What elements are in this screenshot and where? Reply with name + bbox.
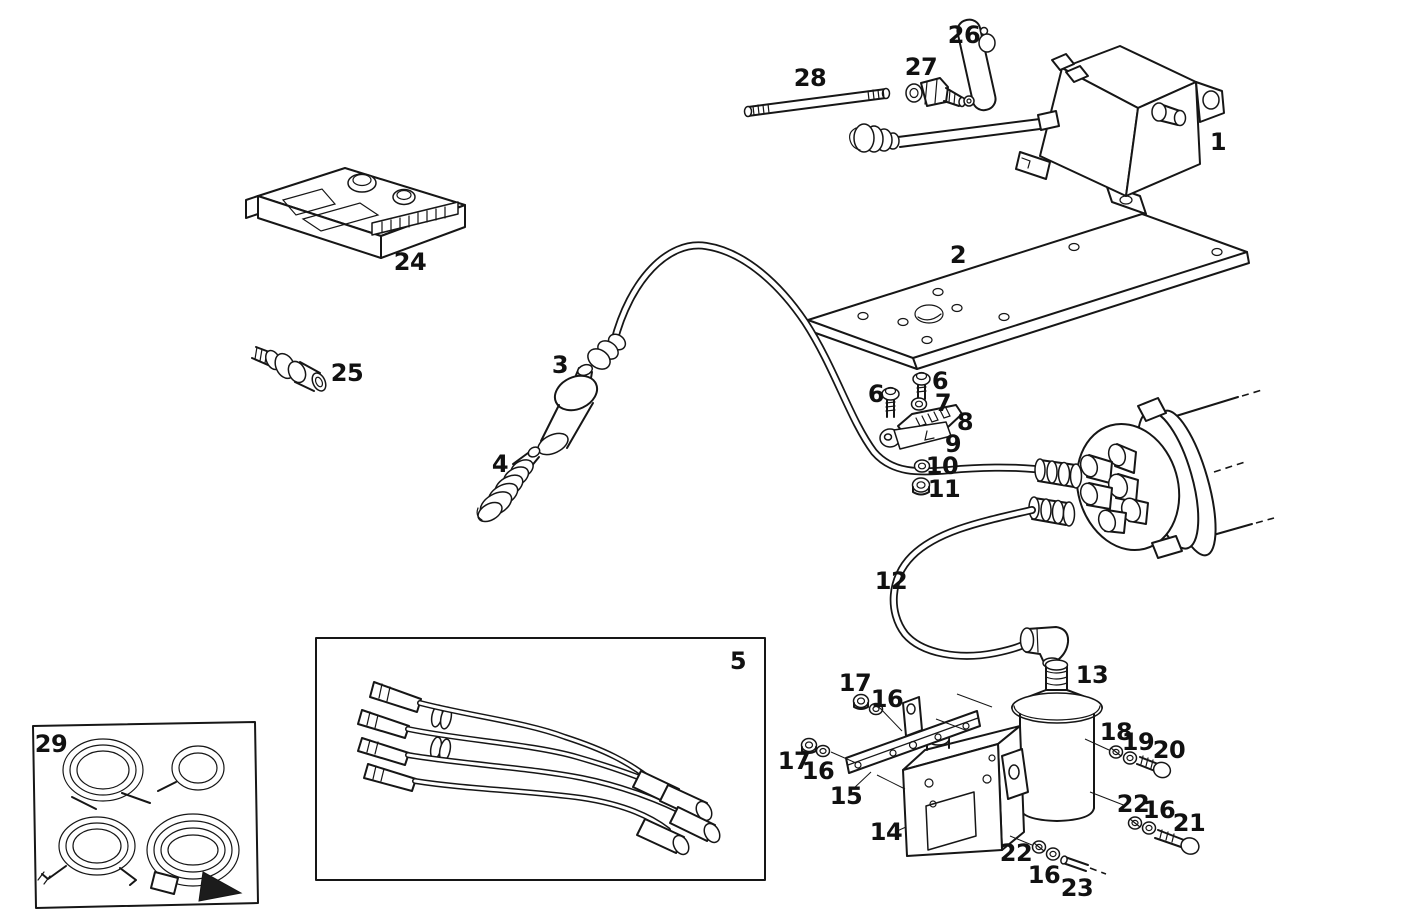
part-label: 23 <box>1060 874 1094 902</box>
part-label: 1 <box>1209 128 1227 156</box>
part-label: 17 <box>838 669 872 697</box>
part-12-coil-cable <box>889 506 1070 669</box>
part-label: 28 <box>793 64 827 92</box>
part-label: 16 <box>1027 861 1061 889</box>
part-13-ignition-coil <box>1011 659 1103 822</box>
distributor-boot-lower <box>1028 496 1076 527</box>
part-3-plug-connector <box>537 363 599 456</box>
ht-cable-plug-lead <box>587 241 1038 476</box>
washer-18 <box>1108 745 1124 759</box>
part-label: 17 <box>777 747 811 775</box>
fasteners-6-to-11 <box>879 371 963 496</box>
part-29-cable-kit-box <box>32 721 259 909</box>
part-label: 16 <box>801 757 835 785</box>
part-25-adapter <box>251 346 327 392</box>
washer-22-bottom <box>1031 840 1047 854</box>
washer-16-lower <box>815 744 831 758</box>
part-27-fitting <box>905 77 966 108</box>
part-label: 24 <box>393 248 427 276</box>
part-label: 19 <box>1121 728 1155 756</box>
washer-16-upper <box>868 702 884 716</box>
distributor-towers <box>1079 443 1149 534</box>
part-label: 16 <box>870 685 904 713</box>
bolt-20 <box>1136 755 1172 779</box>
part-label: 12 <box>874 567 908 595</box>
part-label: 21 <box>1172 809 1206 837</box>
part-label: 16 <box>1142 796 1176 824</box>
washer-22-right <box>1127 816 1143 830</box>
part-5-wire-set-box <box>315 637 766 881</box>
part-4-spark-plug <box>476 446 541 523</box>
nut-11 <box>911 477 931 496</box>
bolt-21 <box>1154 829 1200 855</box>
part-24-electronic-module <box>245 167 466 259</box>
clamp-bracket-9 <box>879 421 952 450</box>
part-label: 20 <box>1152 736 1186 764</box>
part-label: 14 <box>869 818 903 846</box>
leader-lines <box>830 693 1127 846</box>
nut-17-upper <box>852 693 870 710</box>
part-26-lever-arm <box>956 18 997 112</box>
part-label: 9 <box>944 430 962 458</box>
part-label: 18 <box>1099 718 1133 746</box>
wire-left-boots <box>357 681 422 792</box>
part-14-module-box <box>902 725 1029 857</box>
part-label: 8 <box>956 408 974 436</box>
wire-right-boots <box>632 770 721 856</box>
part-label: 10 <box>925 452 959 480</box>
part-28-threaded-rod <box>743 87 891 118</box>
part-label: 3 <box>551 351 569 379</box>
cable-coil-c <box>37 816 137 886</box>
part-label: 5 <box>729 647 747 675</box>
cable-coil-d <box>146 813 243 902</box>
part-15-bracket <box>845 696 981 774</box>
part-label: 26 <box>947 21 981 49</box>
part-label: 13 <box>1075 661 1109 689</box>
washer-19 <box>1122 751 1138 765</box>
washer-16-right <box>1141 821 1157 835</box>
part-label: 6 <box>931 367 949 395</box>
washer-16-bottom <box>1045 847 1061 861</box>
part-label: 6 <box>867 380 885 408</box>
stud-23 <box>1060 855 1107 875</box>
part-label: 11 <box>927 475 961 503</box>
stub-cylinder <box>1151 102 1187 127</box>
bolt-6-right <box>912 371 931 400</box>
distributor <box>1028 389 1275 559</box>
part-label: 27 <box>904 53 938 81</box>
part-2-mounting-plate <box>807 213 1250 370</box>
actuating-rod <box>849 110 1060 153</box>
part-label: 7 <box>934 389 952 417</box>
part-label: 2 <box>949 241 967 269</box>
part-label: 4 <box>491 450 509 478</box>
part-label: 29 <box>34 730 68 758</box>
part-label: 15 <box>829 782 863 810</box>
cable-coil-a <box>62 738 151 810</box>
wires <box>405 700 693 833</box>
coil-clamp <box>1001 748 1029 800</box>
part-label: 25 <box>330 359 364 387</box>
part-label: 22 <box>1116 790 1150 818</box>
cable-coil-b <box>157 745 225 792</box>
washer-10 <box>913 459 931 473</box>
part-label: 22 <box>999 839 1033 867</box>
washer-7 <box>910 397 928 411</box>
part-1-control-unit <box>1015 45 1225 215</box>
distributor-boot-upper <box>1034 458 1083 489</box>
bolt-6-left <box>881 386 900 418</box>
